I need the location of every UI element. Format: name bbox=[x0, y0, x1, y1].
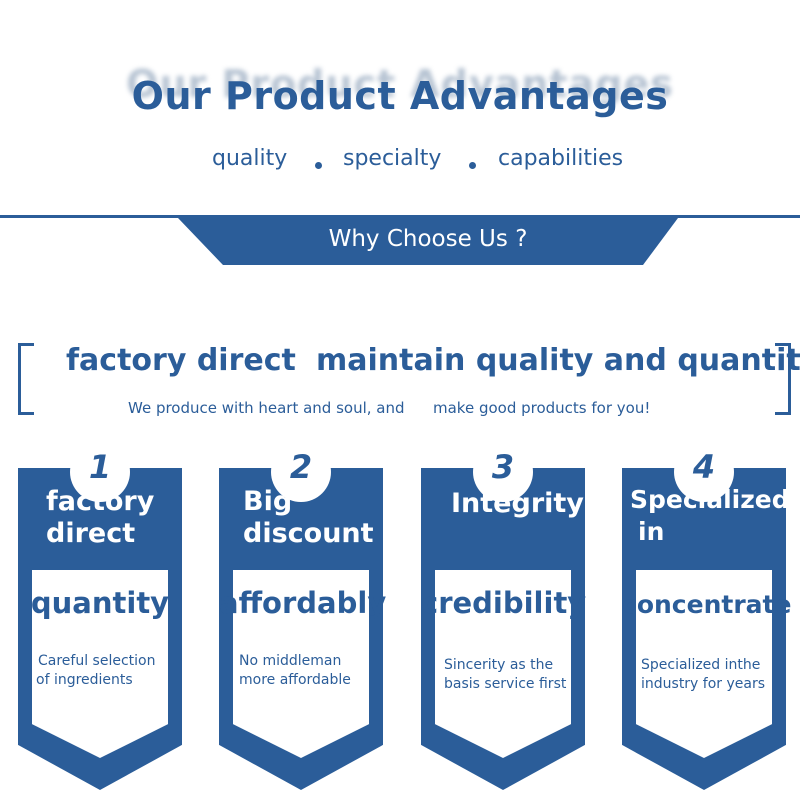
advantage-card-2: 2 Big discount affordably No middleman m… bbox=[219, 442, 387, 790]
number-badge bbox=[70, 442, 130, 502]
tag-quality: quality bbox=[212, 146, 288, 171]
highlight-maintain-quality: maintain quality and quantity bbox=[316, 343, 800, 378]
number-badge bbox=[473, 442, 533, 502]
card-inner-panel bbox=[435, 570, 571, 758]
card-desc-line2: of ingredients bbox=[36, 672, 133, 688]
card-title-line1: Specialized bbox=[630, 485, 790, 514]
tag-capabilities: capabilities bbox=[498, 146, 624, 171]
card-title-line2: in bbox=[638, 517, 665, 546]
card-inner-panel bbox=[32, 570, 168, 758]
advantage-card-4: 4 Specialized in concentrate Specialized… bbox=[622, 442, 792, 790]
card-keyword: credibility bbox=[421, 586, 587, 620]
highlight-subtext-left: We produce with heart and soul, and bbox=[128, 399, 405, 417]
number-badge bbox=[674, 442, 734, 502]
advantage-card-1: 1 factory direct quantity Careful select… bbox=[18, 442, 182, 790]
highlight-factory-direct: factory direct bbox=[66, 343, 296, 378]
divider-rule bbox=[0, 215, 800, 218]
number-badge bbox=[271, 442, 331, 502]
page-title: Our Product Advantages bbox=[131, 74, 669, 118]
card-number: 4 bbox=[692, 448, 716, 486]
card-keyword: affordably bbox=[219, 586, 387, 620]
highlight-subtext-right: make good products for you! bbox=[433, 399, 651, 417]
card-title-line1: Integrity bbox=[451, 488, 584, 519]
why-choose-label: Why Choose Us ? bbox=[328, 226, 528, 252]
card-inner-panel bbox=[636, 570, 772, 758]
card-keyword: concentrate bbox=[622, 590, 792, 619]
card-desc-line1: Specialized inthe bbox=[641, 657, 761, 673]
card-desc-line1: Sincerity as the bbox=[444, 657, 554, 673]
card-number: 1 bbox=[88, 448, 112, 486]
card-desc-line1: No middleman bbox=[239, 653, 342, 669]
card-desc-line2: more affordable bbox=[239, 672, 351, 688]
left-bracket bbox=[18, 343, 34, 415]
right-bracket bbox=[775, 343, 791, 415]
tag-specialty: specialty bbox=[343, 146, 442, 171]
card-title-line2: direct bbox=[46, 518, 136, 549]
card-desc-line2: industry for years bbox=[641, 676, 766, 692]
card-inner-panel bbox=[233, 570, 369, 758]
card-title-line1: Big bbox=[243, 486, 293, 517]
card-title-line1: factory bbox=[46, 486, 155, 517]
page-title-shadow: Our Product Advantages bbox=[126, 62, 674, 106]
card-desc-line1: Careful selection bbox=[38, 653, 156, 669]
card-number: 2 bbox=[289, 448, 313, 486]
card-desc-line2: basis service first bbox=[444, 676, 567, 692]
card-keyword: quantity bbox=[30, 586, 170, 620]
tag-separator-dot bbox=[315, 162, 322, 169]
advantage-card-3: 3 Integrity credibility Sincerity as the… bbox=[421, 442, 587, 790]
card-number: 3 bbox=[491, 448, 515, 486]
why-choose-banner bbox=[178, 218, 678, 265]
tag-separator-dot bbox=[469, 162, 476, 169]
card-title-line2: discount bbox=[243, 518, 374, 549]
